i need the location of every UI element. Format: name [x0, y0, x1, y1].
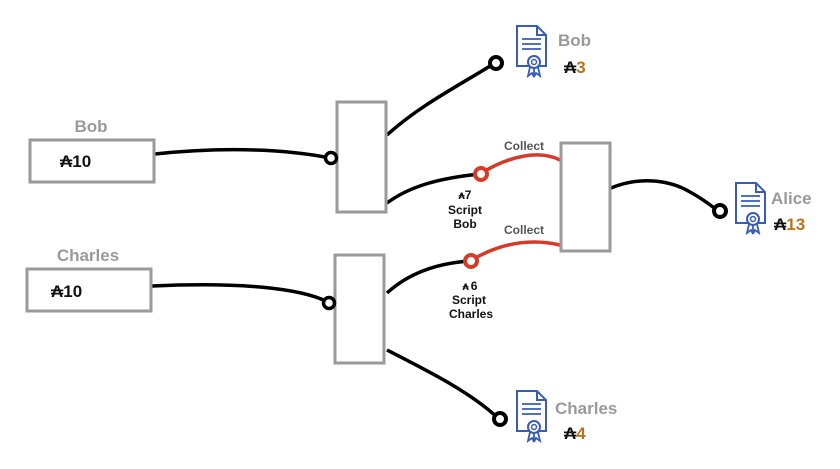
input-box-bob: [28, 138, 156, 184]
input-box-charles: [25, 267, 153, 313]
wire-tx1-to-bob-change: [385, 61, 496, 137]
transaction-box-2: [333, 253, 386, 365]
wire-tx2-to-script-charles: [385, 259, 471, 295]
currency-symbol: ₳: [564, 424, 577, 443]
input-name-bob: Bob: [74, 117, 107, 136]
currency-symbol: ₳: [60, 152, 73, 171]
output-node-charles-change: [492, 411, 508, 427]
wire-charles-to-tx2: [151, 283, 329, 304]
collect-label-charles: Collect: [504, 223, 544, 237]
certificate-icon: [516, 25, 547, 79]
output-name-alice: Alice: [771, 189, 812, 208]
wire-bob-to-tx1: [154, 147, 331, 160]
certificate-icon: [735, 182, 766, 236]
script-amount-charles: ₳6: [463, 279, 478, 293]
currency-symbol: ₳: [463, 283, 470, 293]
input-amount-charles: ₳10: [51, 282, 82, 301]
input-name-charles: Charles: [57, 246, 119, 265]
transaction-box-1: [335, 100, 388, 214]
output-amount-bob-change: ₳3: [564, 58, 586, 77]
collect-transaction-box: [559, 141, 612, 253]
output-name-bob-change: Bob: [558, 31, 591, 50]
input-node-tx1: [323, 150, 339, 166]
script-node-charles: [463, 253, 479, 269]
currency-symbol: ₳: [459, 192, 466, 202]
output-node-bob-change: [488, 55, 504, 71]
output-amount-charles-change: ₳4: [564, 424, 586, 443]
output-node-alice: [712, 203, 728, 219]
wire-collect-to-alice: [610, 179, 720, 213]
script-wire-charles: [469, 240, 561, 263]
script-amount-bob: ₳7: [459, 188, 472, 202]
wire-tx2-to-charles-change: [386, 348, 500, 420]
wire-tx1-to-script-bob: [385, 172, 481, 205]
currency-symbol: ₳: [564, 58, 577, 77]
output-amount-alice: ₳13: [774, 215, 805, 234]
script-label-bob-line2: Bob: [453, 217, 476, 231]
input-amount-bob: ₳10: [60, 152, 91, 171]
output-name-charles-change: Charles: [555, 399, 617, 418]
script-label-charles-line1: Script: [452, 293, 486, 307]
script-node-bob: [473, 166, 489, 182]
collect-label-bob: Collect: [504, 139, 544, 153]
currency-symbol: ₳: [51, 282, 64, 301]
certificate-icon: [516, 390, 547, 444]
currency-symbol: ₳: [774, 215, 787, 234]
input-node-tx2: [321, 295, 337, 311]
script-label-bob-line1: Script: [448, 203, 482, 217]
script-wire-bob: [479, 153, 561, 176]
script-label-charles-line2: Charles: [449, 307, 493, 321]
